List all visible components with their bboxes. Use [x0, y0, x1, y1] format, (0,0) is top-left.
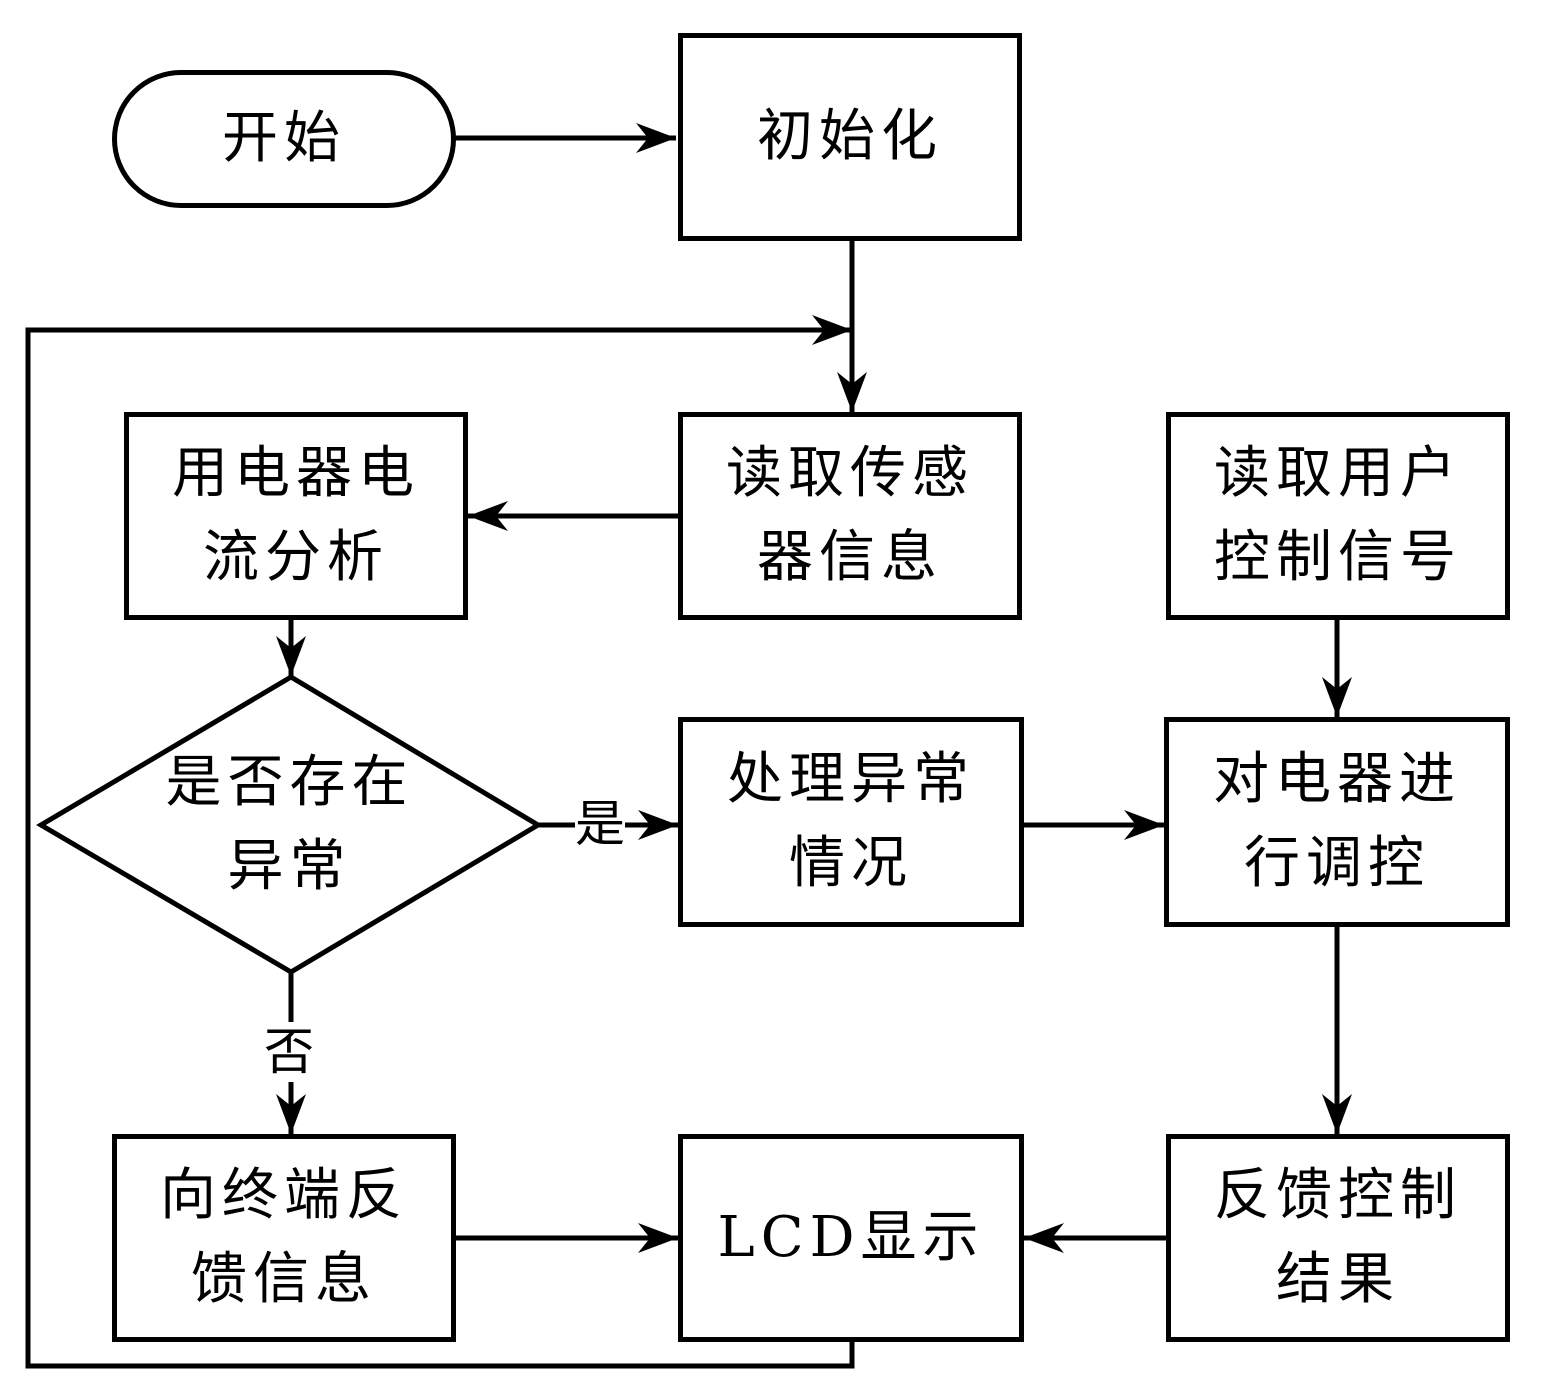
regulate-line-2: 行调控 — [1244, 831, 1430, 896]
read-sensor-line-2: 器信息 — [757, 525, 943, 590]
lcd-display-box: LCD显示 — [678, 1134, 1024, 1342]
decision-line-1: 是否存在 — [165, 750, 414, 815]
init-label: 初始化 — [757, 104, 943, 169]
current-analysis-line-1: 用电器电 — [172, 441, 420, 506]
feedback-control-line-1: 反馈控制 — [1214, 1163, 1462, 1228]
read-user-line-1: 读取用户 — [1214, 441, 1462, 506]
init-box: 初始化 — [678, 33, 1022, 241]
handle-exception-box: 处理异常 情况 — [678, 717, 1024, 927]
feedback-control-line-2: 结果 — [1276, 1247, 1400, 1312]
regulate-box: 对电器进 行调控 — [1164, 717, 1510, 927]
decision-diamond — [36, 674, 543, 975]
current-analysis-line-2: 流分析 — [203, 525, 389, 590]
no-label: 否 — [264, 1022, 314, 1082]
regulate-line-1: 对电器进 — [1213, 747, 1461, 812]
decision-line-2: 异常 — [227, 834, 352, 899]
decision-text: 是否存在 异常 — [41, 740, 538, 910]
read-user-box: 读取用户 控制信号 — [1166, 412, 1510, 620]
loop-back-line — [25, 315, 855, 1369]
feedback-terminal-box: 向终端反 馈信息 — [112, 1134, 456, 1342]
read-user-line-2: 控制信号 — [1214, 525, 1462, 590]
lcd-display-label: LCD显示 — [717, 1205, 985, 1270]
current-analysis-box: 用电器电 流分析 — [124, 412, 468, 620]
handle-exception-line-2: 情况 — [789, 831, 913, 896]
handle-exception-line-1: 处理异常 — [727, 747, 975, 812]
read-sensor-box: 读取传感 器信息 — [678, 412, 1022, 620]
start-label: 开始 — [222, 106, 346, 171]
read-sensor-line-1: 读取传感 — [726, 441, 974, 506]
feedback-terminal-line-1: 向终端反 — [160, 1163, 408, 1228]
yes-label: 是 — [575, 795, 625, 853]
start-terminal: 开始 — [112, 70, 456, 208]
feedback-terminal-line-2: 馈信息 — [191, 1247, 377, 1312]
feedback-control-box: 反馈控制 结果 — [1166, 1134, 1510, 1342]
